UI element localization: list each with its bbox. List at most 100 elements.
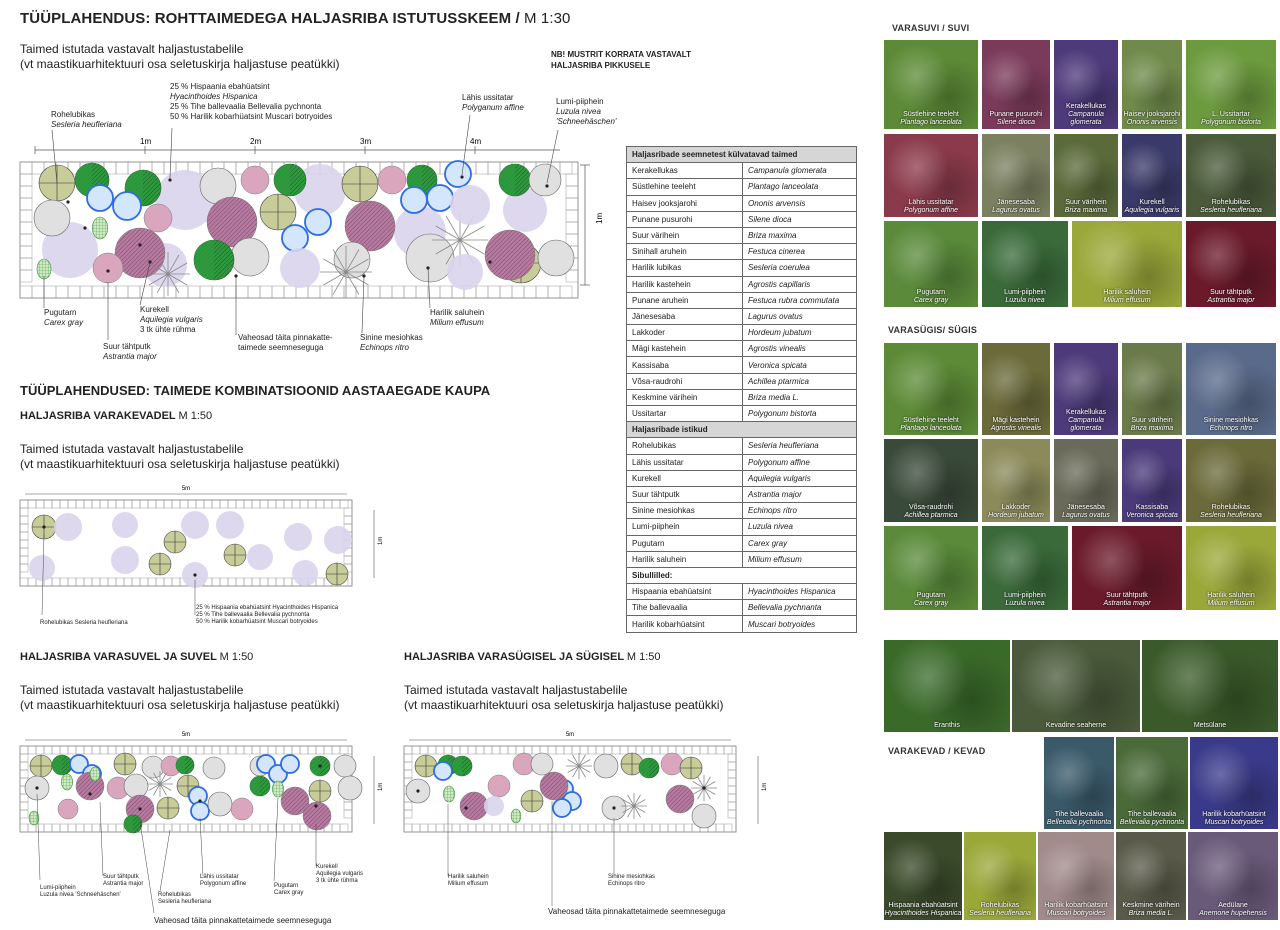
ruler-3m: 3m: [360, 137, 371, 146]
label-sinine-mesiohkas: Sinine mesiohkas Echinops ritro: [360, 333, 423, 352]
anchor-dot: [66, 200, 70, 204]
lumi-piiphein-symbol: [528, 163, 562, 197]
photo-caption-latin: Achillea ptarmica: [904, 512, 958, 519]
dim-length: 5m: [182, 486, 190, 492]
lumi-piiphein-symbol: [207, 791, 233, 817]
photo-caption-title: Eranthis: [934, 722, 960, 729]
spring-title: HALJASRIBA VARAKEVADEL M 1:50: [20, 410, 213, 422]
common-name-cell: Harilik saluhein: [626, 550, 743, 568]
photo-caption-title: Lumi-piiphein: [1004, 592, 1046, 599]
ruler-width: 1m: [595, 213, 604, 224]
leader-line: [139, 261, 151, 306]
latin-name-cell: Milium effusum: [742, 550, 857, 568]
lumi-piiphein-symbol: [230, 237, 270, 277]
anchor-dot: [42, 525, 46, 529]
photo-caption-title: Süstlehine teeleht: [903, 111, 959, 118]
symbol-half: [250, 776, 260, 796]
latin-name-cell: Agrostis capillaris: [742, 275, 857, 293]
table-section-cell: Sibullilled:: [626, 566, 857, 585]
suur-tahtputk-symbol: [92, 252, 124, 284]
spring-label-rohelubikas: Rohelubikas Sesleria heufleriana: [40, 620, 128, 626]
common-name-cell: Mägi kastehein: [626, 340, 743, 358]
kurekell-symbol: [280, 754, 300, 774]
photo-caption-title: Mägi kastehein: [992, 417, 1040, 424]
photos-autumn-title: VARASÜGIS/ SÜGIS: [888, 325, 978, 335]
leader-line: [51, 129, 58, 184]
symbol-half: [452, 756, 462, 776]
leader-line: [273, 797, 279, 882]
common-name-cell: Võsa-raudrohi: [626, 372, 743, 390]
summer-subtitle: Taimed istutada vastavalt haljastustabel…: [20, 683, 340, 712]
photo-caption-latin: Carex gray: [913, 297, 949, 304]
photo-caption-title: Lähis ussitatar: [908, 199, 954, 206]
photo-caption-title: Jänesesaba: [997, 199, 1035, 206]
mixed-symbol: [539, 771, 569, 801]
anchor-dot: [35, 786, 39, 790]
suur-tahtputk-symbol: [230, 797, 254, 821]
paver: [565, 269, 579, 283]
repeat-pattern-note: NB! MUSTRIT KORRATA VASTAVALT HALJASRIBA…: [551, 50, 691, 70]
paver: [727, 809, 737, 819]
kurekell-symbol: [190, 801, 210, 821]
symbol-half: [639, 758, 649, 778]
photos-summer-title: VARASUVI / SUVI: [892, 23, 970, 33]
suur-tahtputk-symbol: [660, 752, 684, 776]
bulb-symbol: [324, 526, 352, 554]
pugutarn-symbol: [89, 766, 101, 782]
symbol-half: [499, 164, 515, 196]
photo-caption-title: Kerakellukas: [1065, 409, 1107, 416]
bulb-symbol: [42, 222, 98, 278]
ruler-1m: 1m: [140, 137, 151, 146]
photo-caption-title: Haisev jooksjarohi: [1123, 111, 1181, 118]
common-name-cell: Suur tähtputk: [626, 485, 743, 504]
common-name-cell: Punane aruhein: [626, 291, 743, 309]
latin-name-cell: Aquilegia vulgaris: [742, 469, 857, 487]
leader-line: [169, 127, 173, 179]
main-plants: [33, 160, 575, 298]
common-name-cell: Ussitartar: [626, 404, 743, 423]
anchor-dot: [314, 804, 318, 808]
label-lumi-piiphein: Lumi-piiphein Luzula nivea 'Schneehäsche…: [556, 97, 617, 126]
suur-tahtputk-symbol: [143, 203, 173, 233]
main-planting-plan: 1m 2m 3m 4m 1m: [19, 114, 604, 340]
photo-caption-latin: Plantago lanceolata: [900, 425, 962, 432]
photo-caption-latin: Muscari botryoides: [1204, 819, 1264, 826]
bulb-symbol: [284, 523, 312, 551]
leader-line: [199, 817, 204, 877]
common-name-cell: Kassisaba: [626, 356, 743, 374]
leader-line: [41, 534, 45, 616]
common-name-cell: Keskmine värihein: [626, 388, 743, 407]
photo-caption-title: Jänesesaba: [1067, 504, 1105, 511]
latin-name-cell: Muscari botryoides: [742, 615, 857, 633]
photo-caption-title: Kerakellukas: [1065, 103, 1107, 110]
anchor-dot: [138, 807, 142, 811]
latin-name-cell: Polygonum affine: [742, 453, 857, 471]
photo-caption-title: Sinine mesiohkas: [1203, 417, 1259, 424]
common-name-cell: Tihe ballevaalia: [626, 599, 743, 617]
